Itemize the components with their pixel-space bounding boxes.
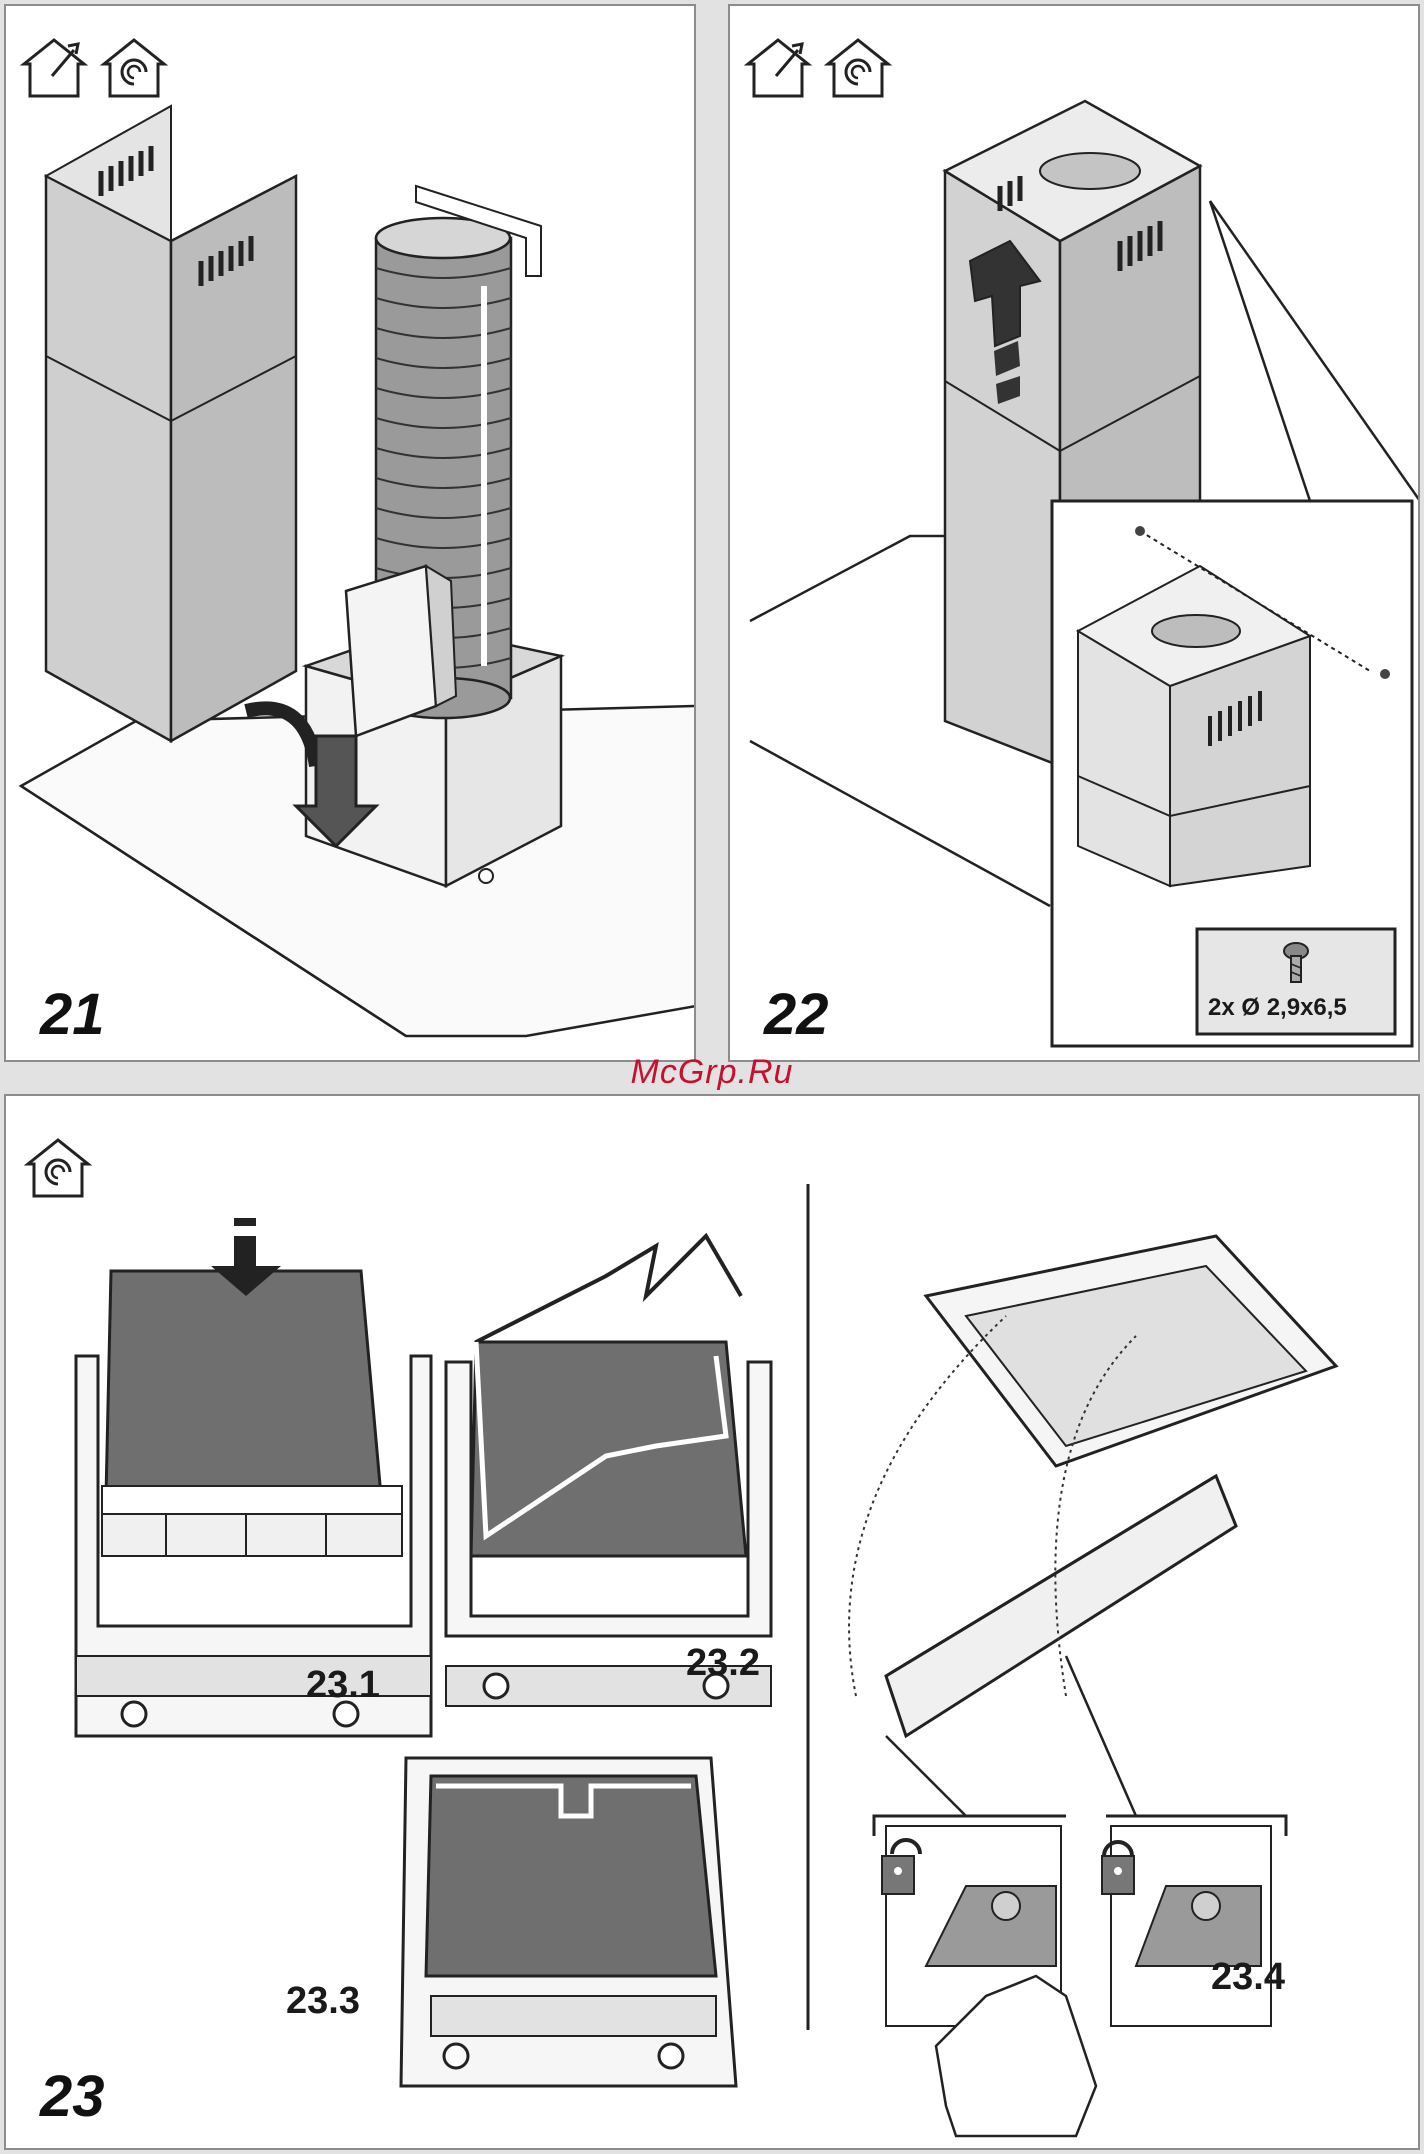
substep-label-23-4: 23.4 — [1211, 1958, 1285, 1996]
exhaust-mode-icon — [24, 40, 84, 96]
substep-23-4-illustration — [849, 1236, 1336, 2136]
exhaust-mode-icon — [748, 40, 808, 96]
step-number-22: 22 — [764, 986, 829, 1044]
step-number-23: 23 — [40, 2068, 105, 2126]
substep-23-2-illustration — [446, 1236, 771, 1706]
step-21-panel: 21 — [4, 4, 696, 1062]
step-23-illustration — [6, 1096, 1420, 2150]
chimney-cover — [46, 106, 296, 741]
step-22-illustration — [730, 6, 1420, 1062]
step-22-panel: 2x Ø 2,9x6,5 22 — [728, 4, 1420, 1062]
detail-inset — [1052, 501, 1412, 1046]
substep-23-1-illustration — [76, 1218, 431, 1736]
recirculation-mode-icon — [828, 40, 888, 96]
step-number-21: 21 — [40, 986, 105, 1044]
recirculation-mode-icon — [104, 40, 164, 96]
watermark: McGrp.Ru — [0, 1055, 1424, 1089]
substep-label-23-3: 23.3 — [286, 1982, 360, 2020]
recirculation-mode-icon — [28, 1140, 88, 1196]
substep-23-3-illustration — [401, 1758, 736, 2086]
substep-label-23-1: 23.1 — [306, 1666, 380, 1704]
step-23-panel: 23.1 23.2 23.3 23.4 23 — [4, 1094, 1420, 2150]
screw-spec-label: 2x Ø 2,9x6,5 — [1208, 996, 1347, 1020]
step-21-illustration — [6, 6, 696, 1062]
substep-label-23-2: 23.2 — [686, 1644, 760, 1682]
